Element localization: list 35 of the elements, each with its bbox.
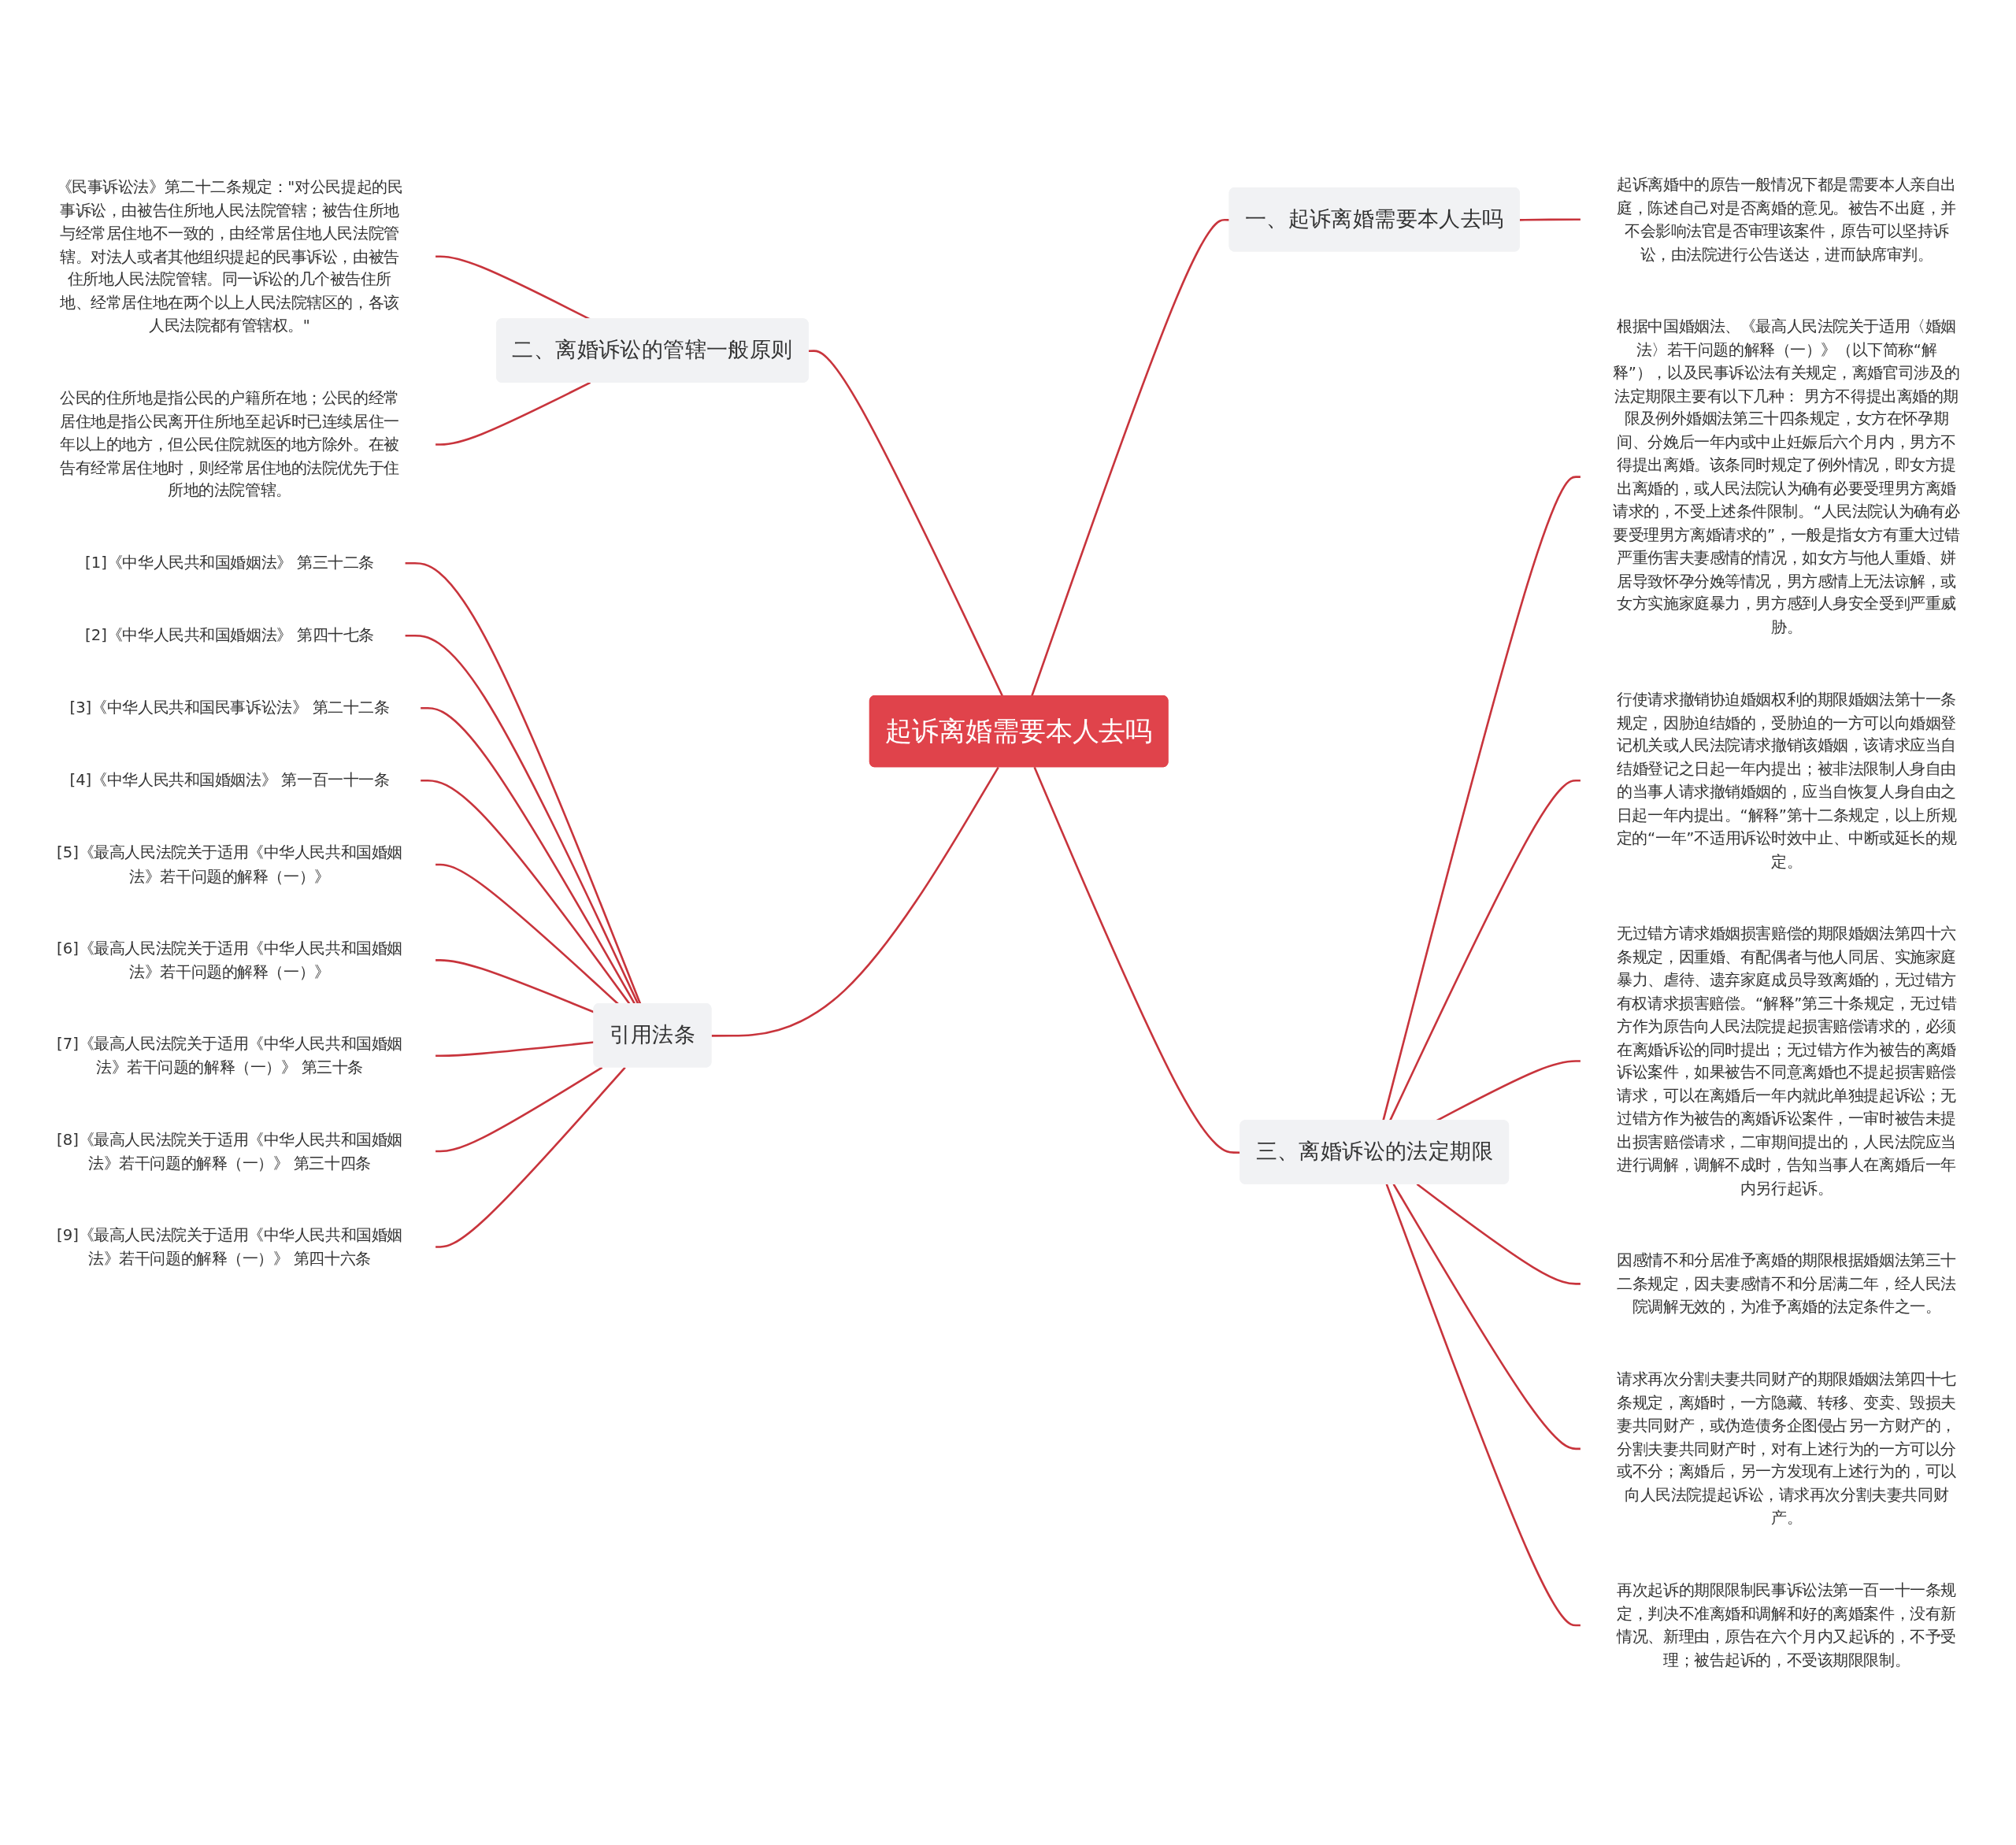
connector: [1392, 1184, 1581, 1450]
node-text: [4]《中华人民共和国婚姻法》 第一百一十一条: [69, 771, 390, 790]
node-text: 公民的住所地是指公民的户籍所在地；公民的经常居住地是指公民离开住所地至起诉时已连续居住一年以上的地方，但公民住院就医的地方除外。在被告有经常居住地时，则经常居住地的法院优先于住所地的法院管辖。: [60, 388, 399, 500]
node-text: [6]《最高人民法院关于适用《中华人民共和国婚姻法》若干问题的解释（一）》: [57, 939, 402, 981]
node-text: 因感情不和分居准予离婚的期限根据婚姻法第三十二条规定，因夫妻感情不和分居满二年，经人民法院调解无效的，为准予离婚的法定条件之一。: [1617, 1251, 1956, 1317]
connector: [435, 255, 591, 320]
connector: [404, 635, 639, 1005]
connector: [1385, 1184, 1581, 1627]
connector: [404, 562, 642, 1005]
connector: [435, 1041, 595, 1058]
node-text: 根据中国婚姻法、《最高人民法院关于适用〈婚姻法〉若干问题的解释（一）》（以下简称“解释”），以及民事诉讼法有关规定，离婚官司涉及的法定期限主要有以下几种： 男方不得提出离婚的期限及例外婚姻法第三十四条规定，女方在怀孕期间、分娩后一年内或中止妊娠后六个月内，男方不得提出离婚。该条同时规定了例外情况，即女方提出离婚的，或人民法院认为确有必要受理男方离婚请求的，不受上述条件限制。“人民法院认为确有必要受理男方离婚请求的”，一般是指女方有重大过错严重伤害夫妻感情的情况，如女方与他人重婚、姘居导致怀孕分娩等情况，男方感情上无法谅解，或女方实施家庭暴力，男方感到人身安全受到严重威胁。: [1613, 317, 1960, 637]
connector: [435, 1066, 626, 1248]
node-text: 再次起诉的期限限制民事诉讼法第一百一十一条规定，判决不准离婚和调解和好的离婚案件，没有新情况、新理由，原告在六个月内又起诉的，不予受理；被告起诉的，不受该期限限制。: [1617, 1581, 1956, 1669]
connector: [435, 381, 591, 446]
connector: [1435, 1060, 1581, 1122]
connector: [711, 766, 999, 1037]
node-text: [2]《中华人民共和国婚姻法》 第四十七条: [85, 626, 374, 645]
connector: [1388, 780, 1581, 1122]
node-text: 起诉离婚中的原告一般情况下都是需要本人亲自出庭，陈述自己对是否离婚的意见。被告不出庭，并不会影响法官是否审理该案件，原告可以坚持诉讼，由法院进行公告送达，进而缺席审判。: [1617, 175, 1956, 264]
connector: [435, 1066, 603, 1153]
connector: [808, 350, 1004, 697]
node-text: [1]《中华人民共和国婚姻法》 第三十二条: [85, 554, 374, 572]
connector: [1382, 476, 1581, 1122]
node-text: 请求再次分割夫妻共同财产的期限婚姻法第四十七条规定，离婚时，一方隐藏、转移、变卖、毁损夫妻共同财产，或伪造债务企图侵占另一方财产的，分割夫妻共同财产时，对有上述行为的一方可以分或不分；离婚后，另一方发现有上述行为的，可以向人民法院提起诉讼，请求再次分割夫妻共同财产。: [1617, 1369, 1956, 1528]
connector: [1416, 1183, 1581, 1285]
node-text: 行使请求撤销协迫婚姻权利的期限婚姻法第十一条规定，因胁迫结婚的，受胁迫的一方可以向婚姻登记机关或人民法院请求撤销该婚姻，该请求应当自结婚登记之日起一年内提出；被非法限制人身自由的当事人请求撤销婚姻的，应当自恢复人身自由之日起一年内提出。“解释”第十二条规定，以上所规定的“一年”不适用诉讼时效中止、中断或延长的规定。: [1616, 690, 1957, 871]
connector: [1519, 218, 1581, 221]
node-text: [8]《最高人民法院关于适用《中华人民共和国婚姻法》若干问题的解释（一）》 第三十四条: [57, 1130, 402, 1173]
node-text: [5]《最高人民法院关于适用《中华人民共和国婚姻法》若干问题的解释（一）》: [57, 843, 402, 886]
node-text: 无过错方请求婚姻损害赔偿的期限婚姻法第四十六条规定，因重婚、有配偶者与他人同居、实施家庭暴力、虐待、遗弃家庭成员导致离婚的，无过错方有权请求损害赔偿。“解释”第三十条规定，无过错方作为原告向人民法院提起损害赔偿请求的，必须在离婚诉讼的同时提出；无过错方作为被告的离婚诉讼案件，如果被告不同意离婚也不提起损害赔偿请求，可以在离婚后一年内就此单独提起诉讼；无过错方作为被告的离婚诉讼案件，一审时被告未提出损害赔偿请求，二审期间提出的，人民法院应当进行调解，调解不成时，告知当事人在离婚后一年内另行起诉。: [1616, 924, 1957, 1198]
node-text: [3]《中华人民共和国民事诉讼法》 第二十二条: [69, 698, 390, 717]
node-text: [7]《最高人民法院关于适用《中华人民共和国婚姻法》若干问题的解释（一）》 第三十条: [57, 1035, 402, 1076]
node-text: 《民事诉讼法》第二十二条规定："对公民提起的民事诉讼，由被告住所地人民法院管辖；被告住所地与经常居住地不一致的，由经常居住地人民法院管辖。对法人或者其他组织提起的民事诉讼，由被告住所地人民法院管辖。同一诉讼的几个被告住所地、经常居住地在两个以上人民法院辖区的，各该人民法院都有管辖权。": [56, 177, 403, 335]
node-text: [9]《最高人民法院关于适用《中华人民共和国婚姻法》若干问题的解释（一）》 第四十六条: [57, 1225, 402, 1268]
connector: [1030, 219, 1230, 697]
